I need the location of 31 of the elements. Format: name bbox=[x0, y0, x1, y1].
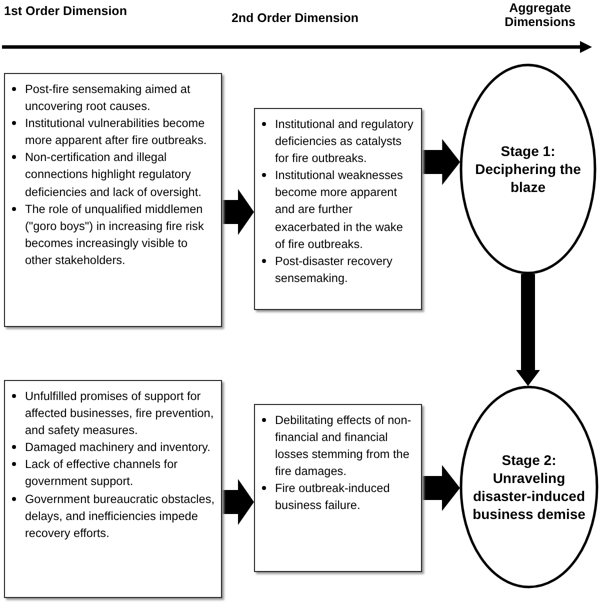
bullet-text: The role of unqualified middlemen ("goro boys") in increasing fire risk becomes increasingly visible to other stakeholders. bbox=[25, 202, 204, 267]
bullet-text: Unfulfilled promises of support for affected businesses, fire prevention, and safety measures. bbox=[25, 389, 214, 438]
column-heading: 2nd Order Dimension bbox=[230, 11, 360, 25]
bullet-text: Damaged machinery and inventory. bbox=[25, 440, 210, 454]
bullet-text: Institutional weaknesses become more apparent and are further exacerbated in the wake of fire outbreaks. bbox=[275, 168, 403, 251]
stage-title: Stage 1: bbox=[500, 142, 556, 160]
bullet-text: Institutional vulnerabilities become more apparent after fire outbreaks. bbox=[25, 116, 207, 148]
block-arrow bbox=[422, 465, 460, 511]
stage-circle bbox=[460, 64, 596, 274]
block-arrow bbox=[222, 479, 254, 525]
bullet-text: Government bureaucratic obstacles, delays, and inefficiencies impede recovery efforts. bbox=[25, 492, 214, 540]
bullet-text: Debilitating effects of non-financial and financial losses stemming from the fire damages. bbox=[275, 413, 412, 478]
bullet-text: Post-disaster recovery sensemaking. bbox=[275, 254, 392, 285]
text-box bbox=[254, 108, 422, 310]
stage-title: Stage 2: bbox=[500, 450, 558, 469]
stage-title: Unraveling disaster-induced business demise bbox=[472, 468, 586, 524]
column-heading: Aggregate Dimensions bbox=[504, 1, 576, 29]
bullet-text: Institutional and regulatory deficiencies as catalysts for fire outbreaks. bbox=[275, 117, 414, 166]
stage-title: Deciphering the blaze bbox=[474, 160, 582, 196]
block-arrow bbox=[422, 139, 460, 185]
column-heading: 1st Order Dimension bbox=[4, 4, 128, 18]
bullet-text: Post-fire sensemaking aimed at uncovering root causes. bbox=[25, 82, 190, 114]
block-arrow bbox=[222, 189, 254, 235]
text-box bbox=[4, 380, 222, 598]
bullet-text: Fire outbreak-induced business failure. bbox=[275, 481, 390, 512]
text-box bbox=[254, 404, 422, 572]
block-arrow bbox=[516, 274, 540, 386]
stage-circle bbox=[460, 386, 598, 588]
text-box bbox=[4, 73, 222, 327]
bullet-text: Non-certification and illegal connections highlight regulatory deficiencies and lack of oversight. bbox=[25, 150, 202, 199]
bullet-text: Lack of effective channels for government support. bbox=[25, 457, 178, 488]
